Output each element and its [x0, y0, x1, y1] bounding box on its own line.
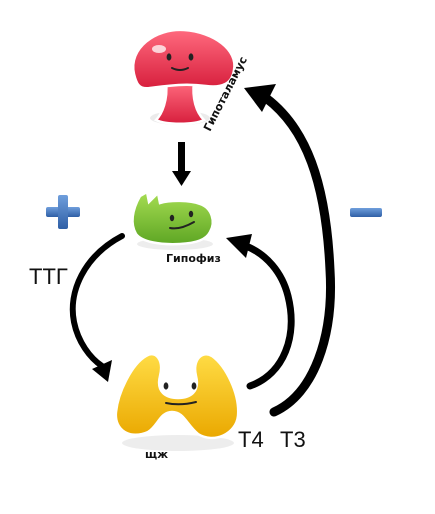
ttg-label: ТТГ	[29, 264, 68, 289]
t3-label: Т3	[280, 427, 306, 452]
arrow-hypothalamus-to-pituitary	[172, 142, 191, 186]
plus-icon	[46, 195, 80, 229]
thyroid-label: щж	[145, 448, 168, 461]
pituitary-label: Гипофиз	[166, 252, 221, 265]
t4-label: Т4	[238, 427, 264, 452]
arrow-pituitary-to-thyroid	[69, 233, 125, 382]
thyroid-mascot	[114, 353, 240, 451]
arrow-thyroid-to-pituitary	[226, 234, 295, 390]
arrow-thyroid-to-hypothalamus	[244, 84, 335, 417]
pituitary-mascot	[131, 190, 214, 250]
hypothalamus-mascot	[131, 28, 236, 125]
minus-icon	[350, 208, 382, 217]
